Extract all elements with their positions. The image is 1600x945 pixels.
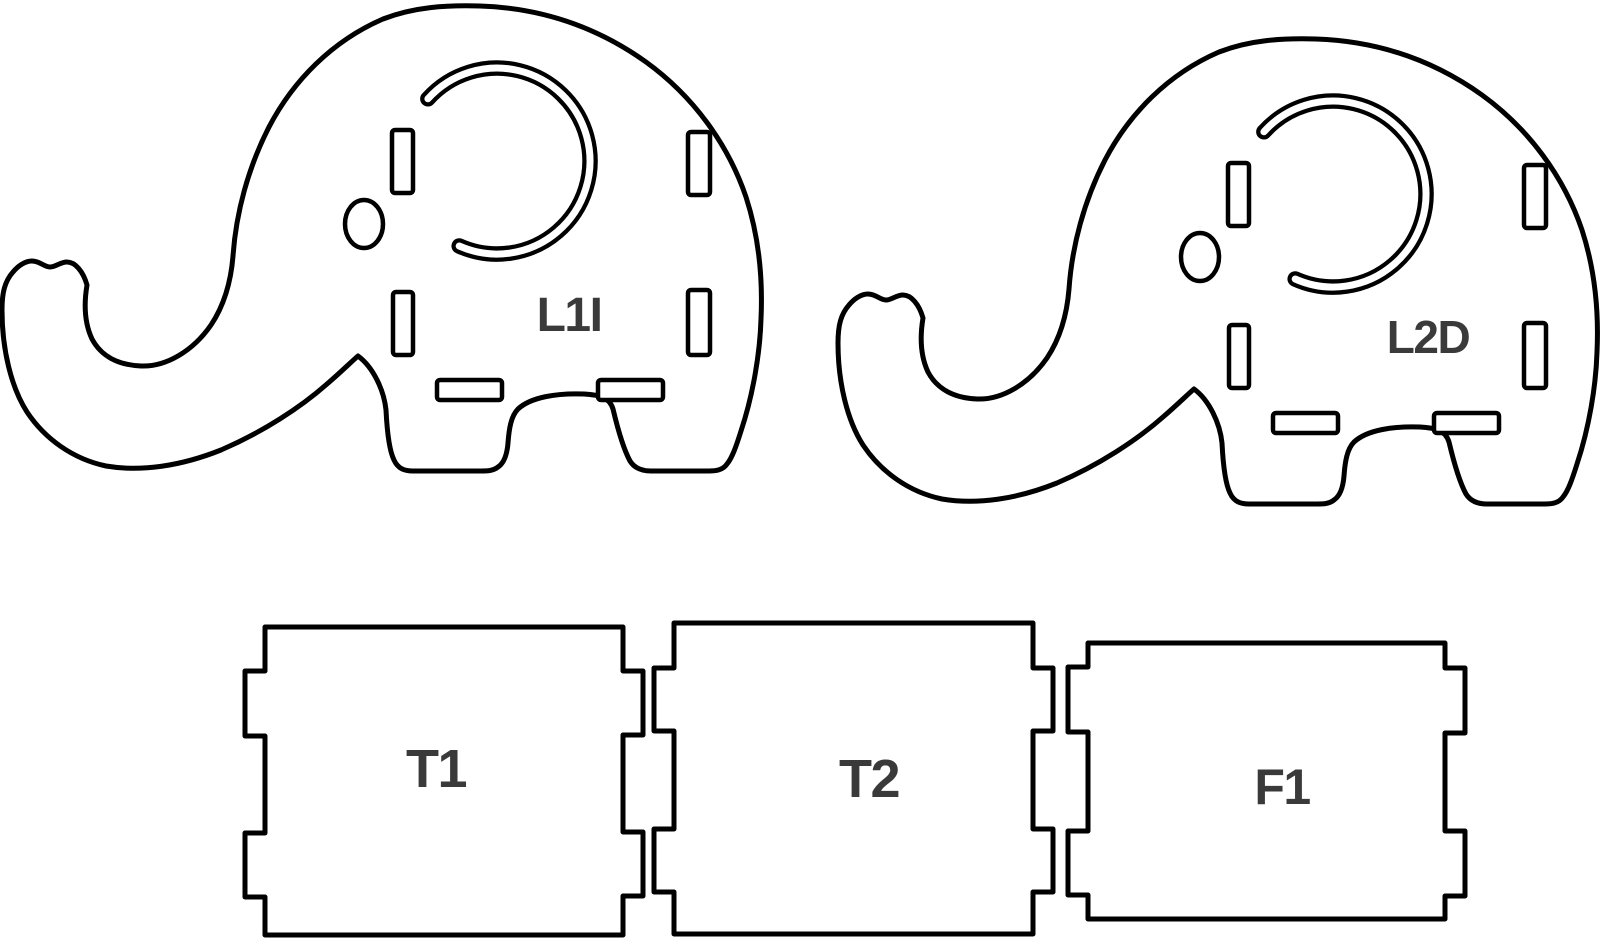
- plate-f1-outline: [1065, 640, 1468, 922]
- piece-label-t1: T1: [406, 739, 466, 799]
- piece-label-l2d: L2D: [1387, 311, 1470, 363]
- piece-label-t2: T2: [839, 749, 899, 809]
- piece-label-f1: F1: [1254, 759, 1310, 815]
- elephant-side-panel-l2d: [838, 39, 1597, 504]
- plate-t1-outline: [242, 624, 646, 938]
- elephant-side-panel-l1i: [2, 6, 761, 471]
- plate-t2-outline: [651, 620, 1056, 937]
- piece-label-l1i: L1I: [537, 289, 602, 342]
